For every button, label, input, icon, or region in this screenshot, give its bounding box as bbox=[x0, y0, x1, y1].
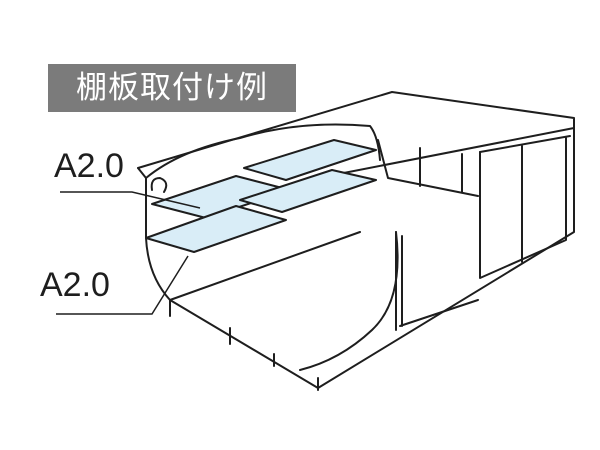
shelf-upper-right bbox=[243, 139, 377, 181]
shelf-label-top: A2.0 bbox=[54, 147, 124, 185]
shelf-label-bottom: A2.0 bbox=[40, 266, 110, 304]
floor-right-line bbox=[399, 299, 479, 327]
back-wall bbox=[377, 139, 479, 197]
facade-top-line bbox=[479, 135, 571, 153]
shelf-lower-right bbox=[239, 169, 377, 213]
shelf-bracket bbox=[150, 177, 168, 193]
leader-line-top bbox=[60, 191, 201, 209]
shelf-lower-left bbox=[145, 205, 287, 253]
cutaway-curve bbox=[145, 123, 381, 179]
cutaway-arc bbox=[299, 231, 399, 371]
leader-line-bottom bbox=[56, 255, 189, 315]
right-wall bbox=[317, 127, 575, 389]
entrance-post bbox=[395, 231, 403, 331]
floor-line bbox=[169, 231, 361, 301]
roof-outline bbox=[137, 91, 575, 179]
title-badge: 棚板取付け例 bbox=[48, 64, 296, 112]
